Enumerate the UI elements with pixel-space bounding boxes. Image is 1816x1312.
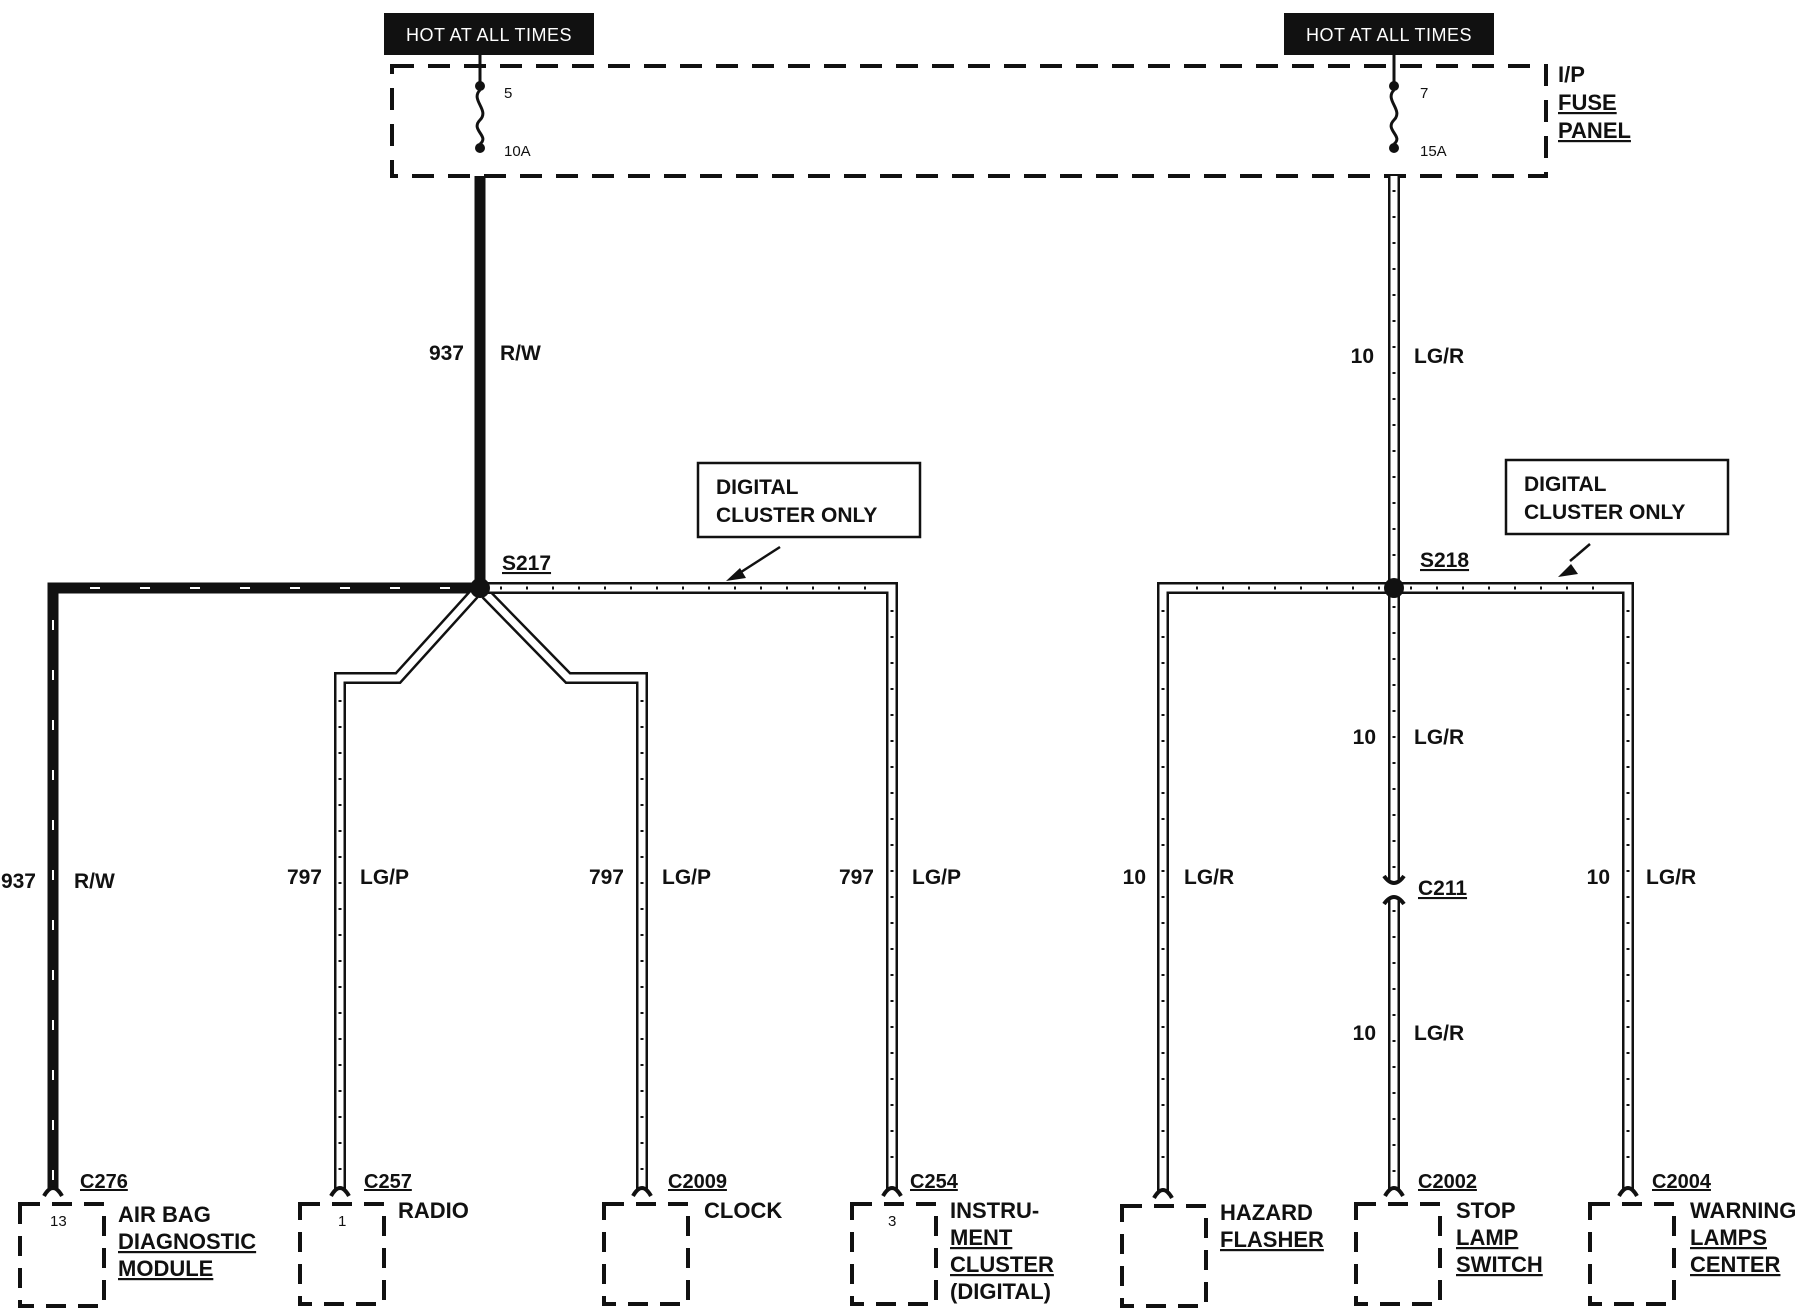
wire-797-clock	[481, 589, 648, 1190]
note-right-line1: DIGITAL	[1524, 473, 1607, 496]
fuse-7-number: 7	[1420, 85, 1428, 102]
note-right: DIGITAL CLUSTER ONLY	[1504, 458, 1730, 577]
hot-at-all-times-left: HOT AT ALL TIMES	[384, 13, 594, 55]
component-label-line: MODULE	[118, 1256, 213, 1281]
wire-label-circuit: 937	[429, 342, 464, 365]
component-airbag-module: C276 13 AIR BAG DIAGNOSTIC MODULE	[18, 1171, 256, 1308]
fuse-panel-label-2: FUSE	[1558, 90, 1617, 115]
component-label-line: SWITCH	[1456, 1252, 1543, 1277]
component-stop-lamp-switch: C2002 STOP LAMP SWITCH	[1354, 1171, 1543, 1306]
connector-label: C2004	[1652, 1171, 1712, 1193]
note-left: DIGITAL CLUSTER ONLY	[696, 461, 922, 581]
component-label-line: CLOCK	[704, 1198, 782, 1223]
connector-pin-icon	[329, 1186, 351, 1198]
wire-label-color: LG/R	[1184, 866, 1234, 889]
component-label-line: LAMP	[1456, 1225, 1518, 1250]
note-arrow-icon	[726, 568, 746, 581]
wire-label-color: R/W	[500, 342, 541, 365]
fuse-symbol-icon	[1389, 88, 1399, 146]
wire-label-color: LG/R	[1414, 345, 1464, 368]
connector-label: C254	[910, 1171, 959, 1193]
component-label-line: AIR BAG	[118, 1202, 211, 1227]
note-arrow-icon	[1558, 564, 1578, 577]
wire-797-radio	[334, 589, 479, 1190]
component-label-line: HAZARD	[1220, 1200, 1313, 1225]
wire-label-circuit: 10	[1353, 1022, 1376, 1045]
wire-label-color: LG/R	[1414, 1022, 1464, 1045]
wire-label-color: LG/P	[360, 866, 409, 889]
splice-s217-dot	[470, 578, 490, 598]
wire-label-color: R/W	[74, 870, 115, 893]
wire-label-circuit: 10	[1353, 726, 1376, 749]
component-radio: C257 1 RADIO	[298, 1171, 469, 1306]
c211-connector-icon	[1382, 874, 1406, 906]
wire-label-circuit: 797	[589, 866, 624, 889]
component-label-line: LAMPS	[1690, 1225, 1767, 1250]
note-left-line1: DIGITAL	[716, 476, 799, 499]
note-left-line2: CLUSTER ONLY	[716, 504, 877, 527]
component-label-line: INSTRU-	[950, 1198, 1039, 1223]
component-label-line: MENT	[950, 1225, 1013, 1250]
hot-label-left: HOT AT ALL TIMES	[406, 25, 572, 45]
fuse-panel: I/P FUSE PANEL	[390, 62, 1631, 178]
fuse-panel-label-3: PANEL	[1558, 118, 1631, 143]
wire-label-color: LG/P	[912, 866, 961, 889]
component-label-line: CLUSTER	[950, 1252, 1054, 1277]
wire-label-color: LG/R	[1646, 866, 1696, 889]
connector-pin-icon	[631, 1186, 653, 1198]
fuse-5-number: 5	[504, 85, 512, 102]
fuse-symbol-icon	[475, 88, 485, 146]
connector-label: C2009	[668, 1171, 727, 1193]
c211-label: C211	[1418, 877, 1467, 900]
fuse-5-rating: 10A	[504, 143, 531, 160]
wire-label-circuit: 10	[1351, 345, 1374, 368]
connector-label: C257	[364, 1171, 412, 1193]
component-label-line: WARNING	[1690, 1198, 1796, 1223]
note-right-line2: CLUSTER ONLY	[1524, 501, 1685, 524]
hot-label-right: HOT AT ALL TIMES	[1306, 25, 1472, 45]
component-label-line: RADIO	[398, 1198, 469, 1223]
fuse-7: 7 15A	[1389, 55, 1447, 160]
fuse-panel-outline	[390, 64, 1548, 178]
component-clock: C2009 CLOCK	[602, 1171, 782, 1306]
splice-s218-dot	[1384, 578, 1404, 598]
pin-number: 3	[888, 1213, 896, 1230]
wire-label-color: LG/R	[1414, 726, 1464, 749]
hot-at-all-times-right: HOT AT ALL TIMES	[1284, 13, 1494, 55]
component-label-line: (DIGITAL)	[950, 1279, 1051, 1304]
fuse-panel-label-1: I/P	[1558, 62, 1585, 87]
wire-label-circuit: 10	[1587, 866, 1610, 889]
wire-937-airbag	[47, 582, 480, 1188]
component-label-line: STOP	[1456, 1198, 1516, 1223]
wire-797-cluster	[486, 582, 898, 1190]
wire-label-circuit: 937	[1, 870, 36, 893]
component-hazard-flasher: HAZARD FLASHER	[1120, 1188, 1324, 1308]
component-instrument-cluster: C254 3 INSTRU- MENT CLUSTER (DIGITAL)	[850, 1171, 1054, 1306]
splice-s218-label: S218	[1420, 549, 1469, 572]
pin-number: 1	[338, 1213, 346, 1230]
wire-10-hazard	[1157, 582, 1394, 1192]
connector-label: C2002	[1418, 1171, 1477, 1193]
wire-label-color: LG/P	[662, 866, 711, 889]
connector-label: C276	[80, 1171, 128, 1193]
connector-pin-icon	[881, 1186, 903, 1198]
wire-label-circuit: 797	[839, 866, 874, 889]
component-warning-lamps-center: C2004 WARNING LAMPS CENTER	[1588, 1171, 1796, 1306]
wire-label-circuit: 10	[1123, 866, 1146, 889]
fuse-7-rating: 15A	[1420, 143, 1447, 160]
pin-number: 13	[50, 1213, 67, 1230]
connector-pin-icon	[1152, 1188, 1174, 1200]
wire-labels: 937 R/W 10 LG/R 937 R/W 797 LG/P 797 LG/…	[1, 342, 1696, 1045]
fuse-5: 5 10A	[475, 55, 531, 160]
component-label-line: FLASHER	[1220, 1227, 1324, 1252]
splice-s217-label: S217	[502, 552, 551, 575]
component-label-line: CENTER	[1690, 1252, 1781, 1277]
connector-pin-icon	[1617, 1186, 1639, 1198]
component-label-line: DIAGNOSTIC	[118, 1229, 256, 1254]
connector-pin-icon	[42, 1186, 64, 1198]
wire-label-circuit: 797	[287, 866, 322, 889]
connector-pin-icon	[1383, 1186, 1405, 1198]
